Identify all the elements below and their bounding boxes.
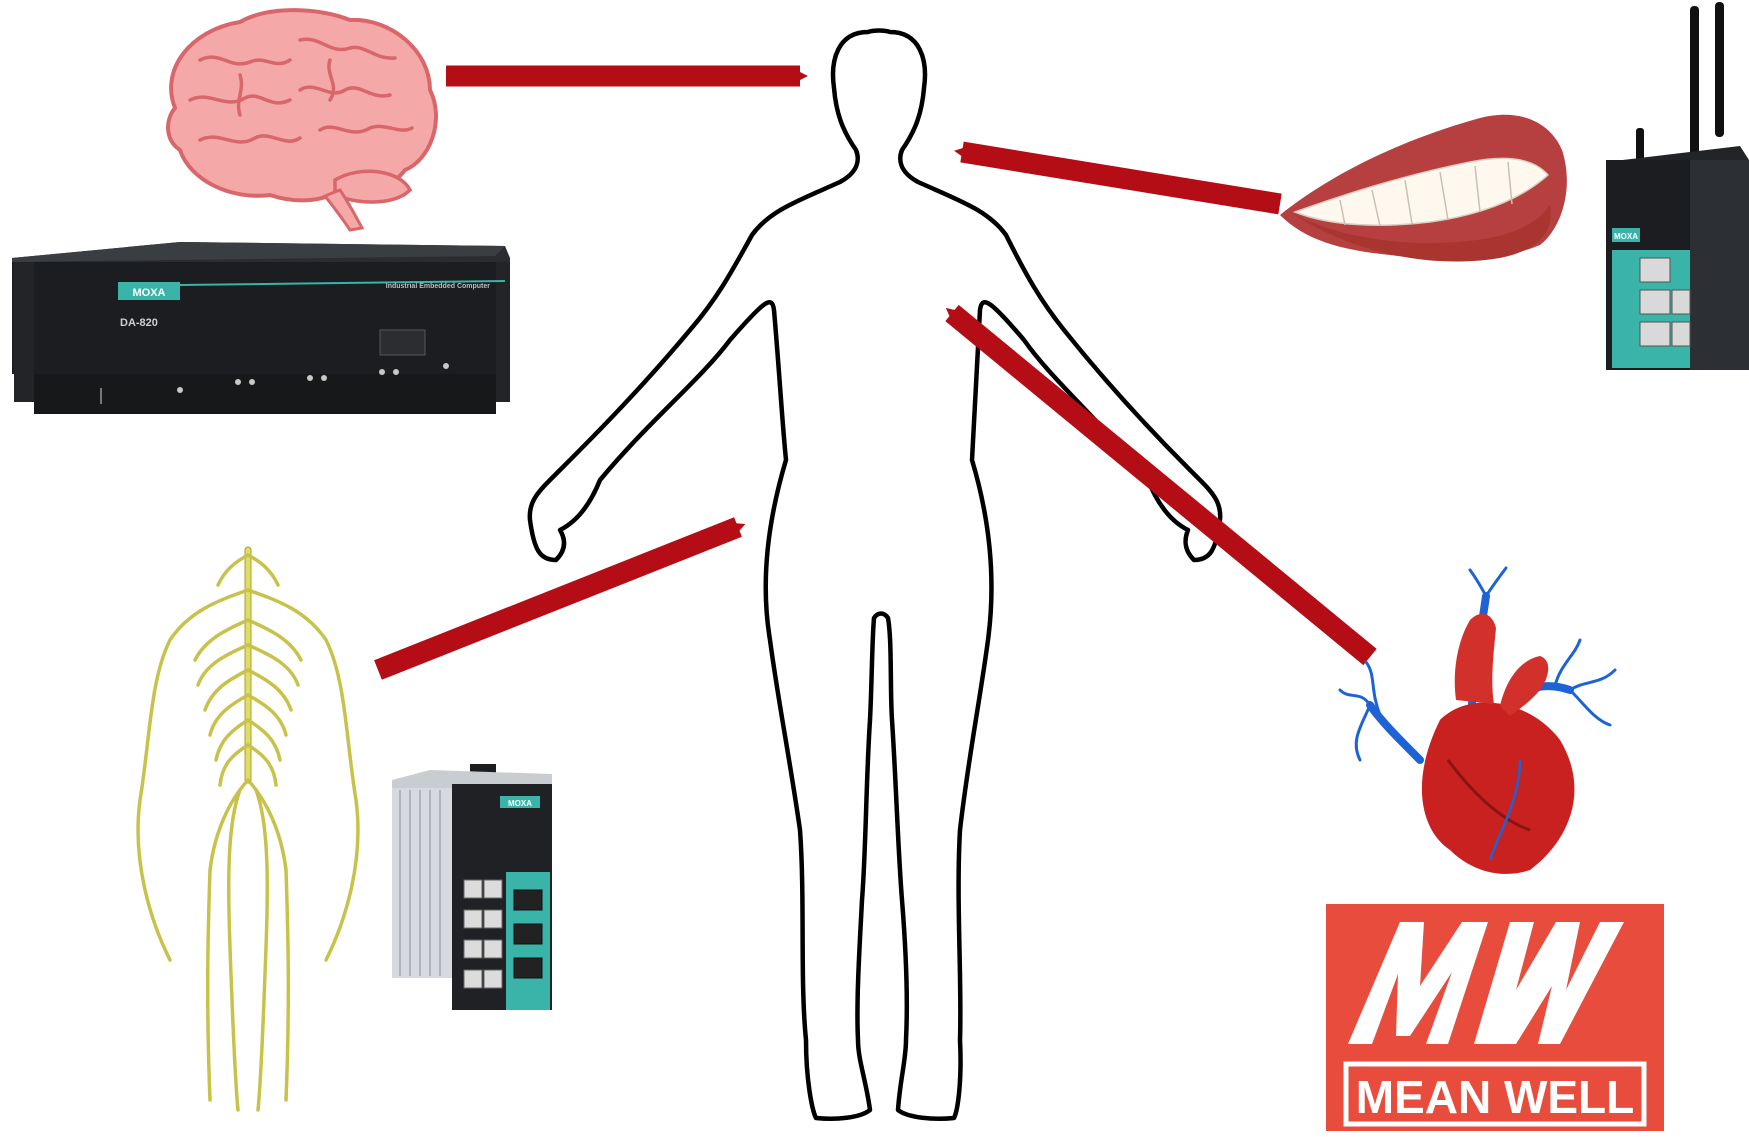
router-device: MOXA <box>1606 2 1749 370</box>
switch-brand-label: MOXA <box>508 799 532 808</box>
network-switch-device: MOXA <box>392 764 552 1010</box>
mouth-icon <box>1280 115 1567 262</box>
brain-icon <box>168 10 436 230</box>
rack-computer-device: MOXA DA-820 Industrial Embedded Computer <box>12 242 510 414</box>
arrow-nerves-to-body <box>378 527 738 670</box>
arrow-heart-to-chest <box>952 313 1370 657</box>
mean-well-logo: MEAN WELL <box>1326 904 1664 1131</box>
rack-model-label: DA-820 <box>120 317 158 329</box>
mean-well-name: MEAN WELL <box>1356 1071 1635 1123</box>
nervous-system-icon <box>138 550 358 1110</box>
rack-brand-label: MOXA <box>133 287 166 299</box>
arrows <box>378 76 1370 670</box>
router-brand-label: MOXA <box>1614 232 1638 241</box>
heart-icon <box>1340 568 1615 874</box>
arrow-mouth-to-neck <box>962 152 1280 204</box>
rack-caption-label: Industrial Embedded Computer <box>386 283 491 290</box>
